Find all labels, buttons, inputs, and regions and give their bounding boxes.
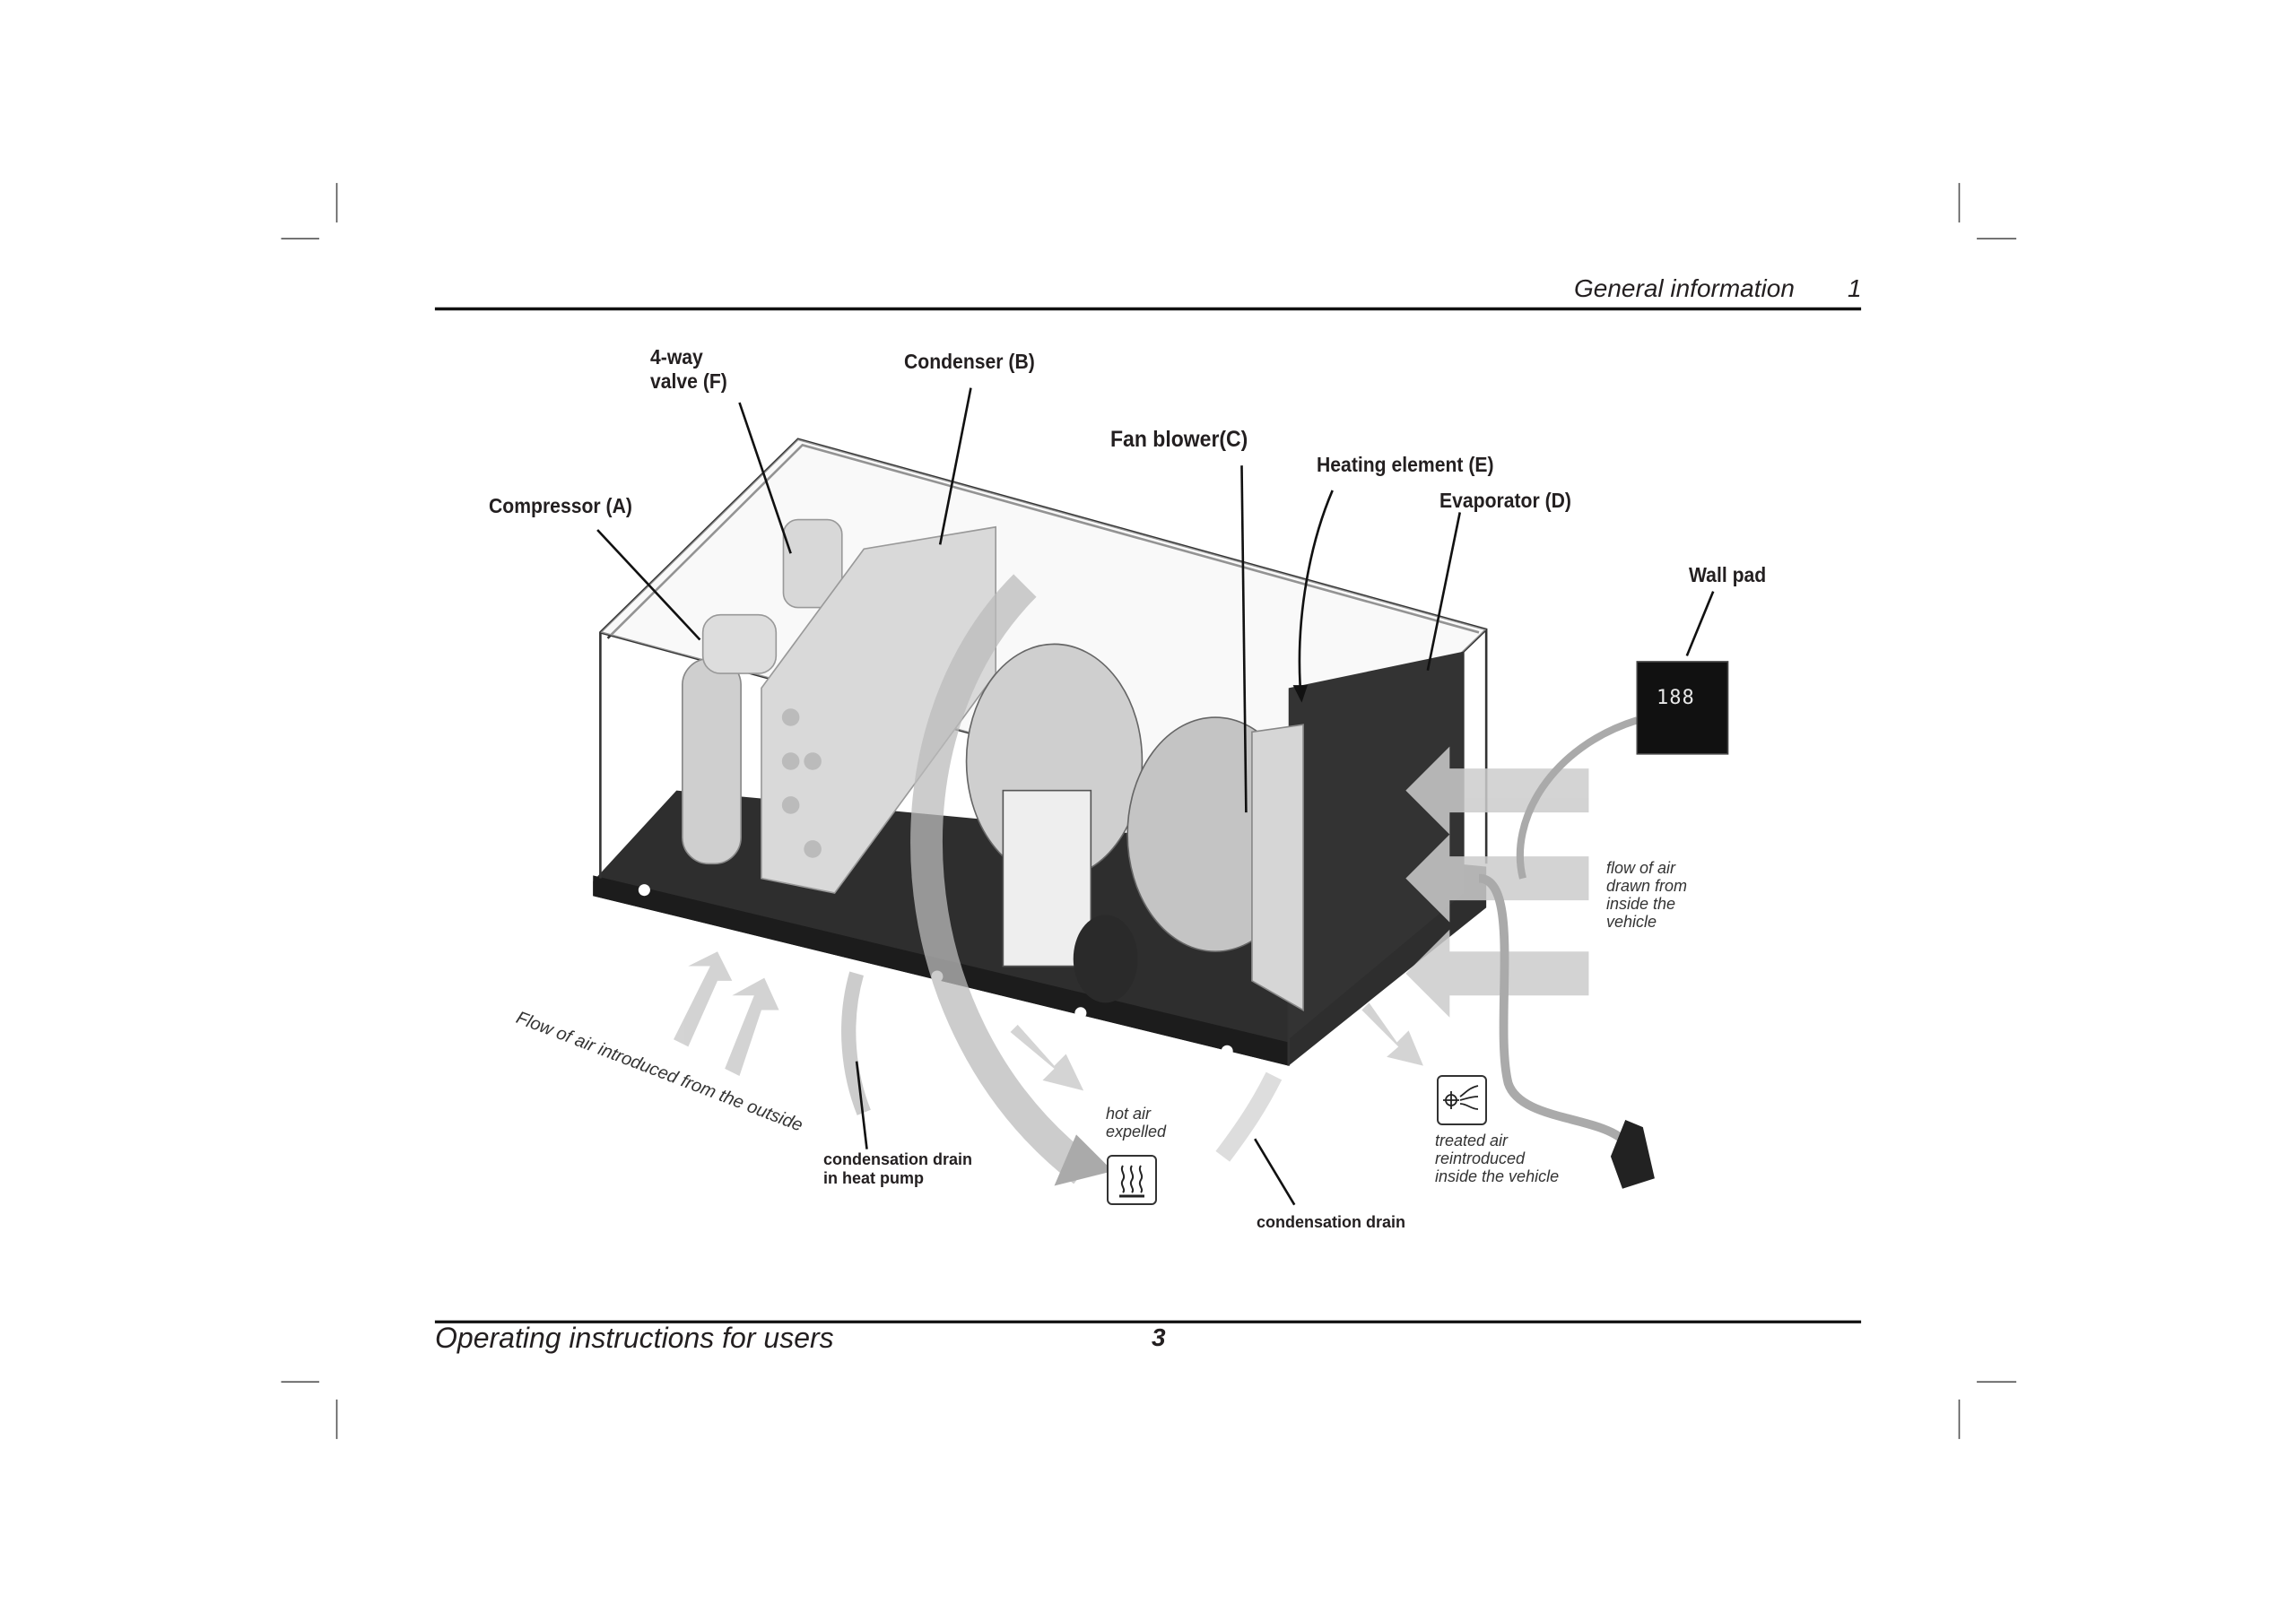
heating-element bbox=[1251, 724, 1304, 1011]
drain-hose bbox=[1215, 1071, 1283, 1162]
chapter-number: 1 bbox=[1848, 274, 1862, 302]
label-compressor: Compressor (A) bbox=[489, 494, 632, 517]
label-line: 4-way bbox=[650, 345, 703, 369]
annotation-line: vehicle bbox=[1606, 913, 1657, 931]
annotation-line: expelled bbox=[1106, 1123, 1167, 1141]
snowflake-air-icon bbox=[1437, 1075, 1487, 1125]
annotation-line: inside the vehicle bbox=[1435, 1167, 1560, 1185]
compressor bbox=[682, 657, 742, 865]
annotation-hot-air: hot air expelled bbox=[1106, 1105, 1166, 1141]
label-condenser: Condenser (B) bbox=[904, 350, 1035, 373]
label-line: valve (F) bbox=[650, 369, 727, 393]
annotation-treated-air: treated air reintroduced inside the vehi… bbox=[1435, 1132, 1559, 1185]
evaporator bbox=[1288, 651, 1465, 1040]
leader-lines bbox=[596, 387, 1715, 1206]
wall-pad-display: 188 bbox=[1657, 687, 1695, 709]
annotation-line: inside the bbox=[1606, 895, 1676, 913]
crop-marks bbox=[281, 183, 2017, 1439]
label-evaporator: Evaporator (D) bbox=[1439, 489, 1571, 512]
annotation-line: treated air bbox=[1435, 1132, 1509, 1149]
label-heating-element: Heating element (E) bbox=[1317, 453, 1494, 476]
power-plug bbox=[1610, 1119, 1655, 1189]
annotation-drain-heat-pump: condensation drain in heat pump bbox=[823, 1150, 972, 1188]
page-number: 3 bbox=[1152, 1323, 1166, 1351]
label-four-way-valve: 4-way valve (F) bbox=[650, 345, 727, 394]
annotation-line: drawn from bbox=[1606, 877, 1688, 895]
label-fan-blower: Fan blower(C) bbox=[1110, 427, 1248, 452]
power-cable bbox=[1478, 873, 1638, 1158]
heat-waves-icon bbox=[1107, 1155, 1157, 1205]
annotation-line: in heat pump bbox=[823, 1169, 924, 1187]
label-wall-pad: Wall pad bbox=[1689, 563, 1767, 586]
section-title: General information bbox=[1574, 274, 1795, 302]
annotation-flow-inside: flow of air drawn from inside the vehicl… bbox=[1606, 859, 1687, 931]
four-way-valve bbox=[782, 518, 843, 609]
annotation-line: reintroduced bbox=[1435, 1149, 1526, 1167]
wall-pad-device bbox=[1636, 661, 1729, 755]
annotation-line: condensation drain bbox=[823, 1150, 973, 1168]
document-title: Operating instructions for users bbox=[435, 1322, 834, 1354]
annotation-drain: condensation drain bbox=[1257, 1213, 1406, 1231]
annotation-line: hot air bbox=[1106, 1105, 1152, 1123]
annotation-line: flow of air bbox=[1606, 859, 1676, 877]
drain-hose-heat-pump bbox=[841, 971, 871, 1115]
